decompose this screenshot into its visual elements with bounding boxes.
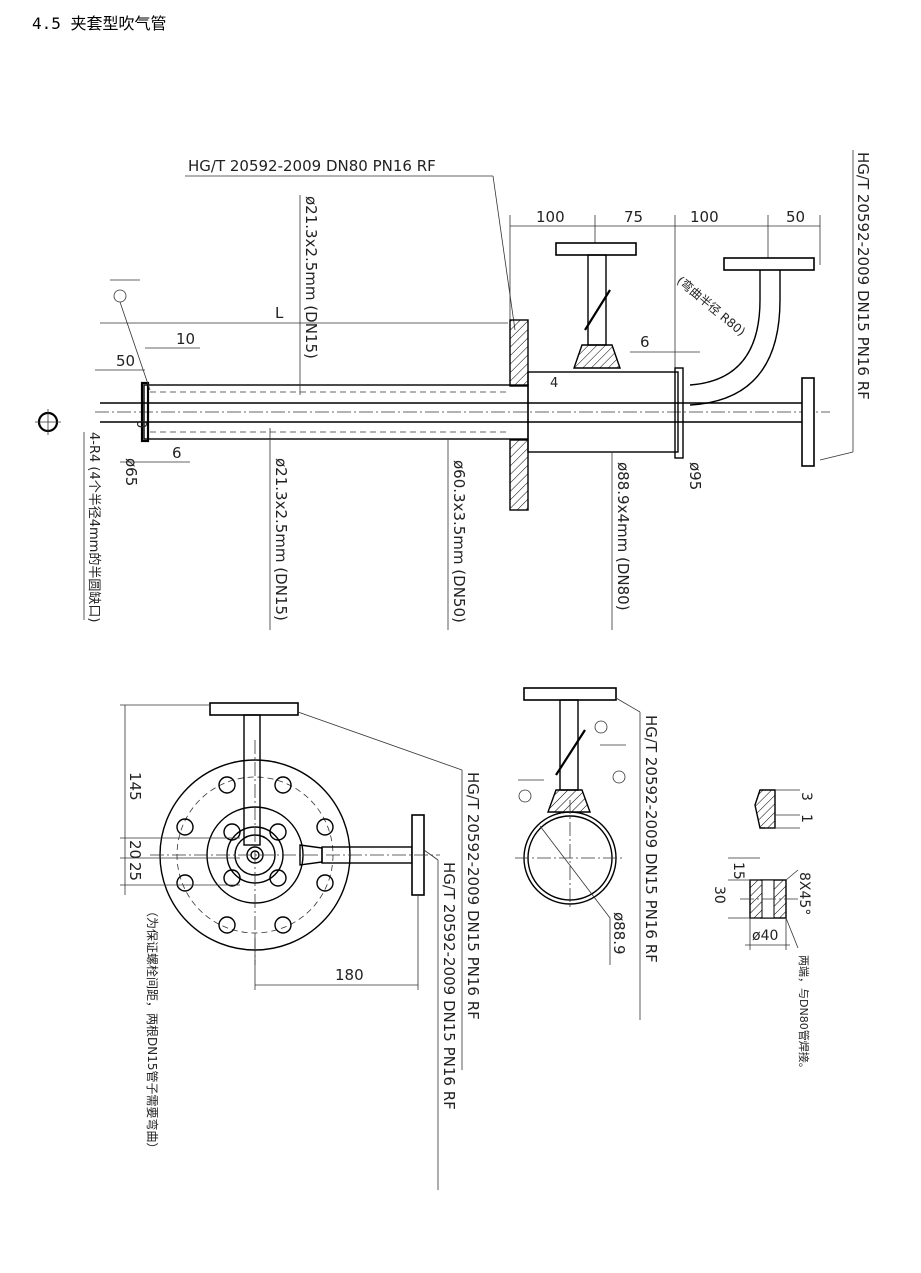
dia-88-9: ø88.9 [610, 912, 628, 955]
label-jacket-dn50: ø60.3x3.5mm (DN50) [450, 460, 468, 623]
dim-3: 3 [798, 792, 814, 801]
dim-75: 75 [624, 208, 643, 226]
dia-65: ø65 [122, 458, 140, 486]
main-view: HG/T 20592-2009 DN80 PN16 RF HG/T 20592-… [35, 150, 872, 630]
note-bend: （为保证螺栓间距，两根DN15管子需要弯曲） [145, 905, 160, 1155]
label-section-flange: HG/T 20592-2009 DN15 PN16 RF [642, 715, 660, 963]
dim-50-top: 50 [786, 208, 805, 226]
bent-pipe-flange [723, 257, 815, 271]
dia-95: ø95 [686, 462, 704, 490]
label-dn15-flange-right: HG/T 20592-2009 DN15 PN16 RF [854, 152, 872, 400]
label-pipe-upper: ø21.3x2.5mm (DN15) [302, 196, 320, 359]
label-jacket-dn80: ø88.9x4mm (DN80) [614, 462, 632, 611]
bend-radius-note: (弯曲半径 R80) [674, 273, 749, 339]
dim-4: 4 [550, 376, 558, 391]
note-weld-both-ends: 两端，与DN80管焊接。 [797, 955, 811, 1074]
branch-flange [555, 242, 637, 256]
dim-100-left: 100 [536, 208, 565, 226]
dim-10: 10 [176, 330, 195, 348]
label-dn80-flange: HG/T 20592-2009 DN80 PN16 RF [188, 157, 436, 175]
chamfer-8x45: 8X45° [796, 872, 812, 915]
label-dn15-lower: HG/T 20592-2009 DN15 PN16 RF [440, 862, 458, 1110]
label-dn15-upper: HG/T 20592-2009 DN15 PN16 RF [464, 772, 482, 1020]
note-notches: 4-R4 (4个半径4mm的半圆缺口) [86, 432, 102, 622]
label-pipe-lower: ø21.3x2.5mm (DN15) [272, 458, 290, 621]
dim-50-left: 50 [116, 352, 135, 370]
dim-0: 0 [133, 420, 148, 428]
dim-145: 145 [126, 772, 144, 801]
dim-20: 20 [126, 840, 144, 859]
page-title: 4.5 夹套型吹气管 [32, 14, 167, 33]
dim-25: 25 [126, 862, 144, 881]
dn80-flange-top [509, 319, 529, 387]
dim-15: 15 [730, 862, 746, 880]
section-view: HG/T 20592-2009 DN15 PN16 RF ø88.9 [515, 687, 660, 1020]
dim-L: L [275, 304, 284, 322]
dim-100-right: 100 [690, 208, 719, 226]
right-flange [801, 377, 815, 467]
dn80-flange-bottom [509, 439, 529, 511]
dia-40: ø40 [752, 928, 778, 944]
end-view: 145 20 25 180 HG/T 20592-2009 DN15 PN16 … [120, 702, 482, 1190]
dim-6-bottom: 6 [172, 444, 182, 462]
dim-6-top: 6 [640, 333, 650, 351]
detail-view: 3 1 15 30 ø40 8X45° 两端，与DN80管焊接。 [711, 789, 814, 1074]
dim-30: 30 [711, 886, 727, 904]
dim-180: 180 [335, 966, 364, 984]
dim-1: 1 [798, 814, 814, 823]
